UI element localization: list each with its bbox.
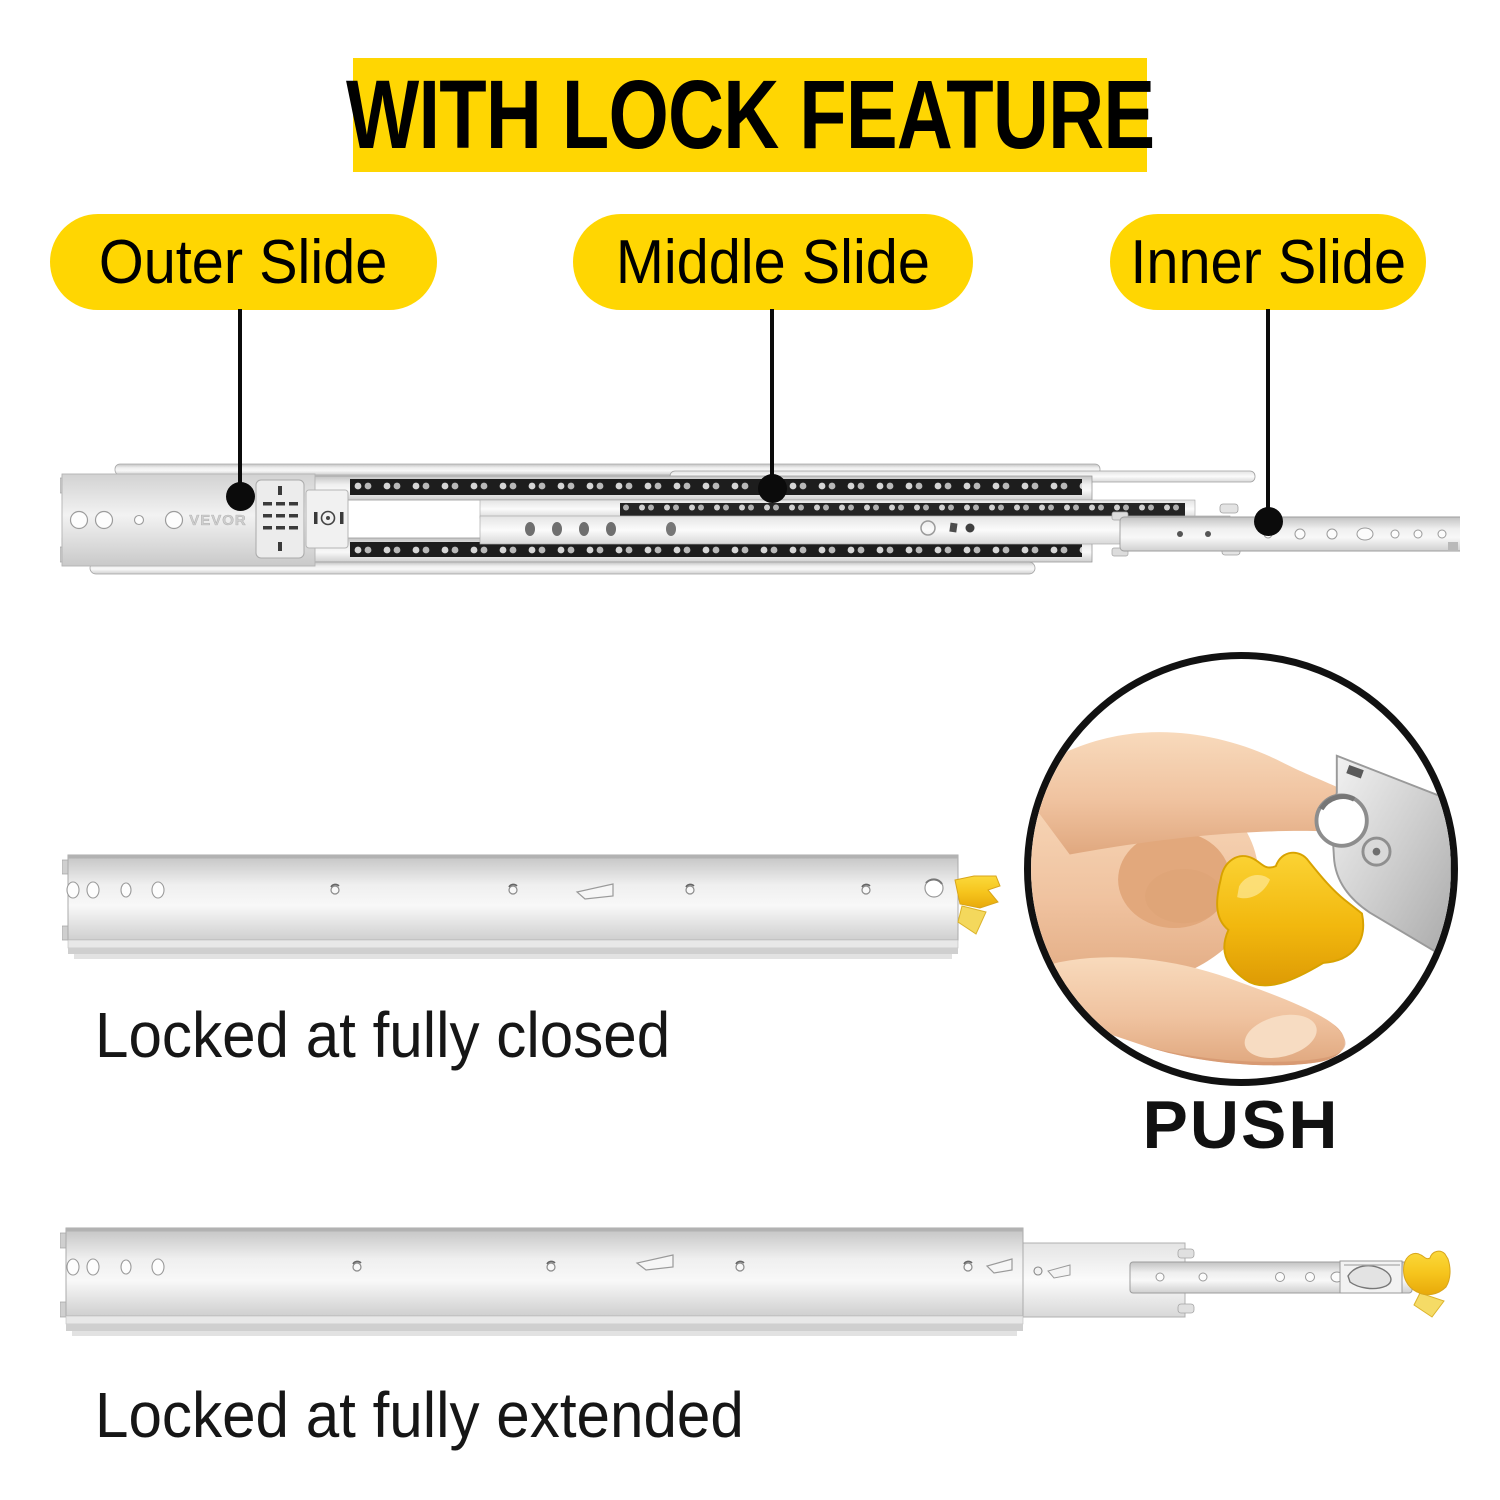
yellow-lock-tab-closed xyxy=(954,875,1001,935)
vevor-logo: VEVOR xyxy=(189,512,247,529)
slide-illustration-closed xyxy=(62,854,1001,959)
yellow-lock-lever xyxy=(1216,851,1365,987)
extended-lock-mechanism xyxy=(1339,1260,1403,1294)
stamp-mark xyxy=(920,520,936,536)
lock-bracket xyxy=(255,479,349,559)
title-banner: WITH LOCK FEATURE xyxy=(346,58,1155,172)
push-inset-circle xyxy=(1024,652,1458,1086)
push-label: PUSH xyxy=(1142,1087,1340,1163)
ball-bearing-strip-bottom xyxy=(350,542,1082,557)
pressed-tab xyxy=(575,883,614,900)
metal-lock-bracket xyxy=(1314,754,1451,963)
page-title: WITH LOCK FEATURE xyxy=(345,60,1155,169)
leader-dot-outer xyxy=(226,482,255,511)
leader-line-middle xyxy=(770,309,774,481)
callout-label: Outer Slide xyxy=(99,227,388,297)
extended-outer-body xyxy=(60,1227,1413,1336)
slide-illustration-extended xyxy=(60,1227,1451,1336)
ball-bearing-strip-top xyxy=(350,479,1082,495)
leader-dot-middle xyxy=(758,474,787,503)
hand-photo-illustration xyxy=(1031,732,1451,1066)
thumbnail xyxy=(1244,1014,1317,1059)
callout-pill-middle-slide: Middle Slide xyxy=(573,214,973,310)
leader-line-inner xyxy=(1266,309,1270,514)
inner-slide-section xyxy=(1111,511,1460,557)
slide-illustration-three-sections: VEVOR xyxy=(60,463,1460,575)
yellow-lock-lever-extended xyxy=(1403,1250,1451,1318)
callout-label: Inner Slide xyxy=(1130,227,1406,297)
caption-closed: Locked at fully closed xyxy=(95,999,671,1071)
extended-outer-holes xyxy=(66,1254,1013,1276)
caption-extended: Locked at fully extended xyxy=(95,1379,744,1451)
closed-slide-body xyxy=(62,854,959,959)
leader-line-outer xyxy=(238,309,242,489)
pressed-tab xyxy=(985,1258,1013,1274)
callout-pill-inner-slide: Inner Slide xyxy=(1110,214,1426,310)
callout-pill-outer-slide: Outer Slide xyxy=(50,214,437,310)
middle-slide-section xyxy=(479,499,1241,556)
hand xyxy=(1031,732,1366,1066)
pressed-tab xyxy=(635,1254,674,1271)
closed-slide-holes xyxy=(66,878,944,900)
callout-label: Middle Slide xyxy=(615,227,931,297)
leader-dot-inner xyxy=(1254,507,1283,536)
